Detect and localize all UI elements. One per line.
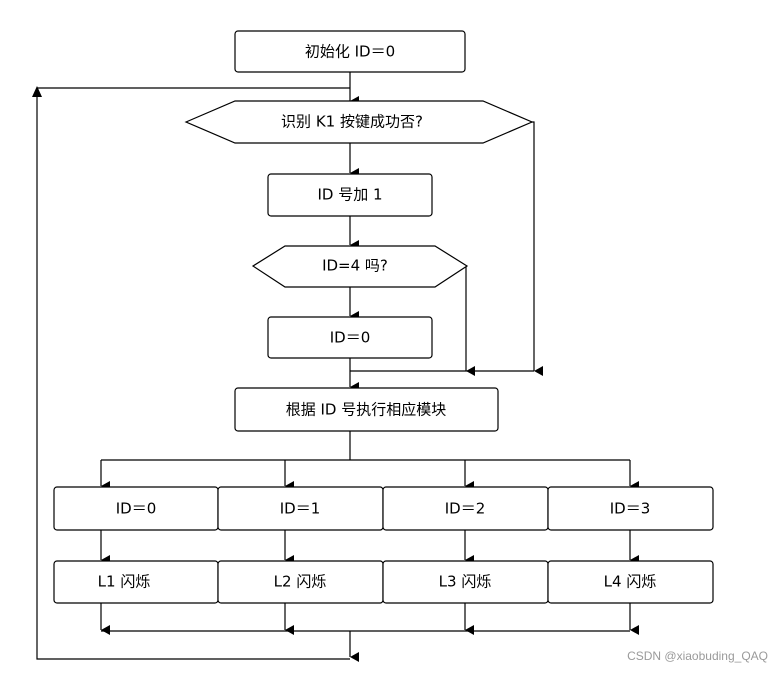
node-id-reset-label: ID＝0 <box>330 329 371 347</box>
blink-2-label: L2 闪烁 <box>274 573 327 591</box>
node-dispatch-label: 根据 ID 号执行相应模块 <box>286 401 447 419</box>
node-id-inc-label: ID 号加 1 <box>317 186 382 204</box>
node-check-id4-label: ID=4 吗? <box>322 257 388 275</box>
blink-4-box <box>547 560 714 604</box>
node-init-label: 初始化 ID＝0 <box>305 43 395 61</box>
branch-1-label: ID＝1 <box>280 500 321 518</box>
watermark: CSDN @xiaobuding_QAQ <box>627 649 768 663</box>
branch-0-label: ID＝0 <box>116 500 157 518</box>
loop-arrow-head <box>32 86 42 97</box>
node-init: 初始化 ID＝0 <box>234 30 466 73</box>
branch-3-box <box>547 486 714 531</box>
edge-check-no <box>530 121 543 376</box>
node-check-key-label: 识别 K1 按键成功否? <box>281 113 423 131</box>
branch-3-label: ID＝3 <box>610 500 651 518</box>
node-check-id4: ID=4 吗? <box>251 245 469 288</box>
branch-row: ID＝0 ID＝1 ID＝2 ID＝3 <box>53 486 714 531</box>
blink-3-label: L3 闪烁 <box>439 573 492 591</box>
node-id-reset: ID＝0 <box>267 316 433 359</box>
branch-2-label: ID＝2 <box>445 500 486 518</box>
blink-row: L1 闪烁 L2 闪烁 L3 闪烁 L4 闪烁 <box>53 560 714 604</box>
blink-1-label: L1 闪烁 <box>98 573 151 591</box>
edge-loop-back <box>36 92 350 660</box>
node-id-inc: ID 号加 1 <box>267 173 433 217</box>
node-dispatch: 根据 ID 号执行相应模块 <box>234 387 499 432</box>
blink-4-label: L4 闪烁 <box>604 573 657 591</box>
node-check-key: 识别 K1 按键成功否? <box>184 100 534 144</box>
